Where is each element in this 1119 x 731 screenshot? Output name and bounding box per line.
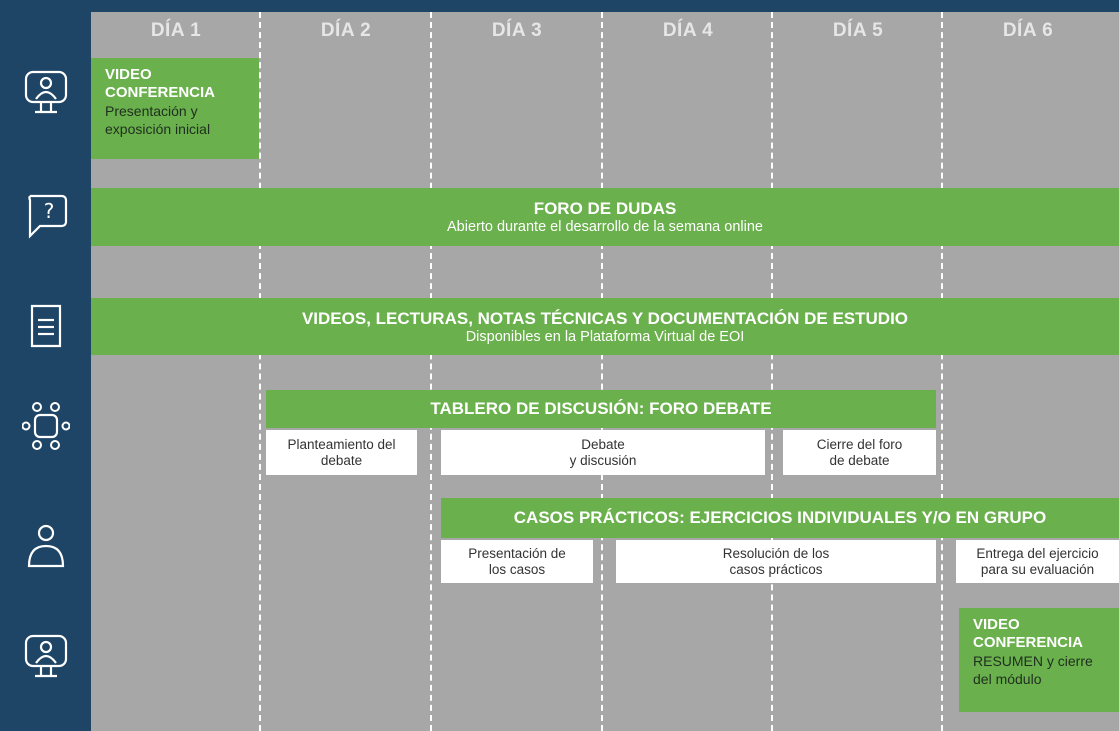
vc-end-sub-1: RESUMEN y cierre <box>973 653 1093 669</box>
discussion-table-icon <box>22 402 70 450</box>
day-header-4: DÍA 4 <box>662 20 714 41</box>
svg-text:?: ? <box>44 199 55 223</box>
tablero-box2-line1: Debate <box>581 436 625 452</box>
tablero-box1-line2: debate <box>320 452 363 468</box>
vc-end-sub-2: del módulo <box>973 671 1042 687</box>
casos-box2-line1: Resolución de los <box>722 545 830 561</box>
person-icon <box>27 524 65 568</box>
document-icon <box>30 304 62 348</box>
vc-start-title-2: CONFERENCIA <box>105 84 216 101</box>
tablero-box2-line2: y discusión <box>569 452 637 468</box>
tablero-title: TABLERO DE DISCUSIÓN: FORO DEBATE <box>430 399 772 418</box>
casos-title: CASOS PRÁCTICOS: EJERCICIOS INDIVIDUALES… <box>513 508 1047 527</box>
video-conference-start-block: VIDEO CONFERENCIA Presentación y exposic… <box>91 58 259 159</box>
vc-start-title-1: VIDEO <box>105 66 152 83</box>
day-header-1: DÍA 1 <box>150 20 202 41</box>
videos-subtitle: Disponibles en la Plataforma Virtual de … <box>465 328 745 345</box>
foro-dudas-bar: FORO DE DUDAS Abierto durante el desarro… <box>91 188 1119 246</box>
foro-dudas-title: FORO DE DUDAS <box>533 199 677 218</box>
day-separator <box>941 12 943 731</box>
day-header-2: DÍA 2 <box>320 20 372 41</box>
tablero-box1-line1: Planteamiento del <box>287 436 396 452</box>
day-separator <box>601 12 603 731</box>
vc-start-sub-2: exposición inicial <box>105 121 211 137</box>
day-separator <box>430 12 432 731</box>
vc-end-title-1: VIDEO <box>973 616 1020 633</box>
day-header-5: DÍA 5 <box>832 20 884 41</box>
video-conference-icon <box>24 634 68 678</box>
vc-start-sub-1: Presentación y <box>105 103 198 119</box>
video-conference-end-block: VIDEO CONFERENCIA RESUMEN y cierre del m… <box>959 608 1119 712</box>
tablero-box3-line1: Cierre del foro <box>816 436 903 452</box>
day-header-3: DÍA 3 <box>491 20 543 41</box>
casos-practicos-bar: CASOS PRÁCTICOS: EJERCICIOS INDIVIDUALES… <box>441 498 1119 538</box>
videos-lecturas-bar: VIDEOS, LECTURAS, NOTAS TÉCNICAS Y DOCUM… <box>91 298 1119 355</box>
sidebar <box>0 0 91 731</box>
day-header-6: DÍA 6 <box>1002 20 1054 41</box>
video-conference-icon <box>24 70 68 114</box>
videos-title: VIDEOS, LECTURAS, NOTAS TÉCNICAS Y DOCUM… <box>301 308 909 328</box>
day-separator <box>771 12 773 731</box>
casos-box2-line2: casos prácticos <box>729 561 823 577</box>
schedule-grid <box>91 12 1119 731</box>
foro-dudas-subtitle: Abierto durante el desarrollo de la sema… <box>447 219 763 235</box>
casos-box1-line2: los casos <box>488 561 546 577</box>
tablero-discusion-bar: TABLERO DE DISCUSIÓN: FORO DEBATE <box>266 390 936 428</box>
day-separator <box>259 12 261 731</box>
casos-box3-line1: Entrega del ejercicio <box>976 545 1099 561</box>
casos-box1-line1: Presentación de <box>468 545 566 561</box>
tablero-box3-line2: de debate <box>829 452 890 468</box>
question-chat-icon: ? <box>28 194 68 239</box>
casos-box3-line2: para su evaluación <box>980 561 1095 577</box>
vc-end-title-2: CONFERENCIA <box>973 634 1084 651</box>
